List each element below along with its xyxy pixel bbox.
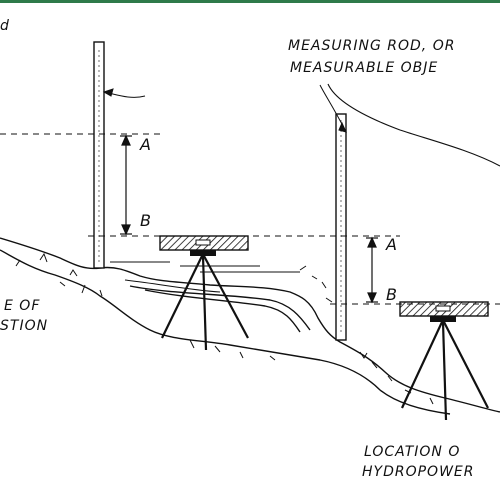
- left-label-a: A: [139, 135, 151, 154]
- sight-lines: [0, 133, 500, 305]
- bottom-label-line2: HYDROPOWER: [362, 464, 474, 480]
- left-measuring-rod: [93, 41, 105, 269]
- right-label-a: A: [385, 235, 397, 254]
- terrain: [0, 237, 500, 415]
- right-measuring-rod: [335, 113, 347, 341]
- top-accent-bar: [0, 0, 500, 3]
- water-lines: [110, 261, 300, 273]
- bottom-label-line1: LOCATION O: [364, 444, 460, 460]
- left-level-instrument: [159, 235, 249, 351]
- rod-callout-line1: MEASURING ROD, OR: [288, 38, 455, 54]
- rod-callout-line2: MEASURABLE OBJE: [290, 60, 438, 76]
- callout-curve: [327, 83, 500, 167]
- corner-text: d: [0, 18, 9, 34]
- left-dimension: [120, 134, 132, 236]
- right-label-b: B: [386, 285, 397, 304]
- left-fragment-line1: E OF: [4, 298, 40, 314]
- left-fragment-line2: STION: [0, 318, 48, 334]
- rod-arrow-left: [102, 88, 146, 98]
- right-dimension: [366, 236, 378, 304]
- left-label-b: B: [140, 211, 151, 230]
- rod-arrow-right: [319, 84, 347, 133]
- right-level-instrument: [399, 301, 489, 421]
